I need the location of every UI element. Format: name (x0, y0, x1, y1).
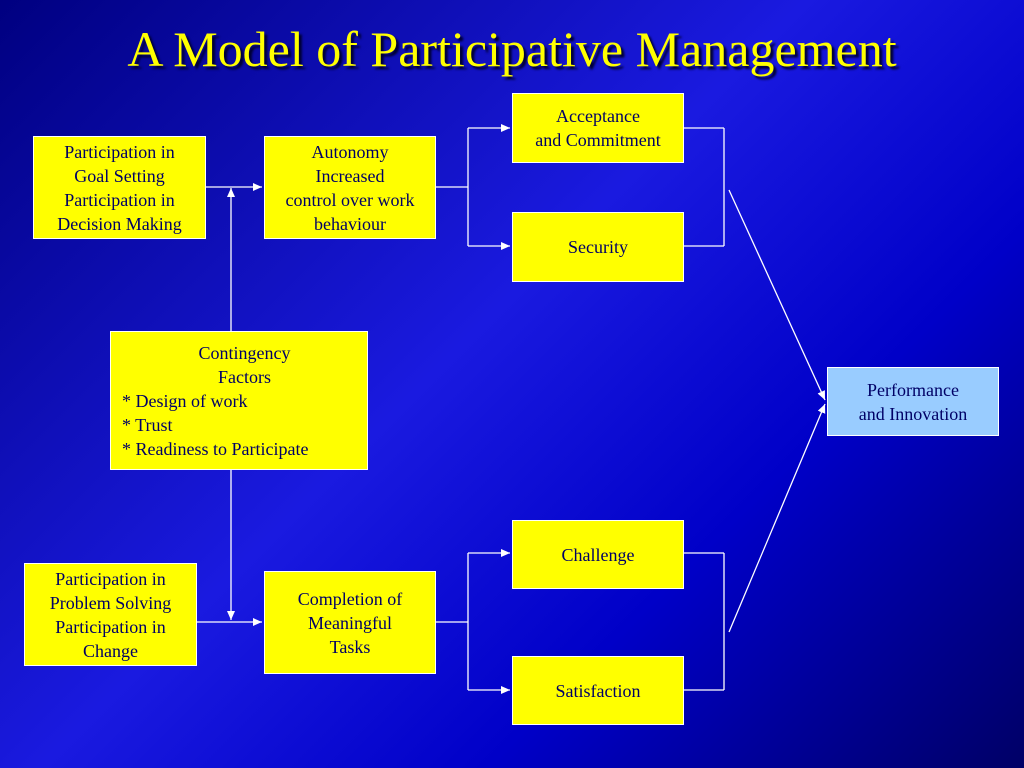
node-line: Security (568, 237, 628, 257)
node-line: * Trust (122, 414, 173, 435)
acceptance-box: Acceptance and Commitment (512, 93, 684, 163)
performance-innovation-box: Performance and Innovation (827, 367, 999, 436)
node-line: Participation in (64, 189, 175, 210)
node-line: Challenge (561, 544, 635, 565)
node-line: Goal Setting (74, 165, 165, 186)
completion-tasks-box: Completion of Meaningful Tasks (264, 571, 436, 674)
node-line: and Commitment (535, 130, 661, 150)
participation-problem-change-box: Participation in Problem Solving Partici… (24, 563, 197, 666)
participation-goal-decision-box: Participation in Goal Setting Participat… (33, 136, 206, 239)
node-line: Satisfaction (555, 680, 641, 701)
node-line: Decision Making (57, 213, 182, 234)
security-box: Security (512, 212, 684, 282)
node-line: Completion of (297, 588, 403, 609)
page-title: A Model of Participative Management (127, 21, 897, 77)
node-line: * Design of work (122, 390, 248, 411)
node-line: behaviour (314, 213, 386, 234)
node-line: Increased (315, 165, 385, 186)
node-line: Factors (218, 366, 271, 387)
node-line: * Readiness to Participate (122, 438, 309, 459)
autonomy-box: Autonomy Increased control over work beh… (264, 136, 436, 239)
node-line: Participation in (64, 141, 175, 162)
node-line: Participation in (55, 616, 166, 637)
satisfaction-box: Satisfaction (512, 656, 684, 725)
node-line: and Innovation (858, 403, 968, 424)
node-line: Meaningful (308, 612, 392, 633)
challenge-box: Challenge (512, 520, 684, 589)
node-line: Participation in (55, 568, 166, 589)
arrow-top-to-performance (728, 189, 826, 401)
node-line: Problem Solving (49, 592, 172, 613)
node-line: Performance (867, 379, 959, 400)
node-line: Contingency (198, 342, 291, 363)
node-line: Acceptance (556, 106, 640, 126)
node-line: Change (83, 640, 138, 661)
node-line: Tasks (329, 636, 371, 657)
node-line: control over work (285, 189, 415, 210)
arrow-bottom-to-performance (728, 403, 826, 633)
node-line: Autonomy (311, 141, 389, 162)
contingency-factors-box: Contingency Factors * Design of work * T… (110, 331, 368, 470)
